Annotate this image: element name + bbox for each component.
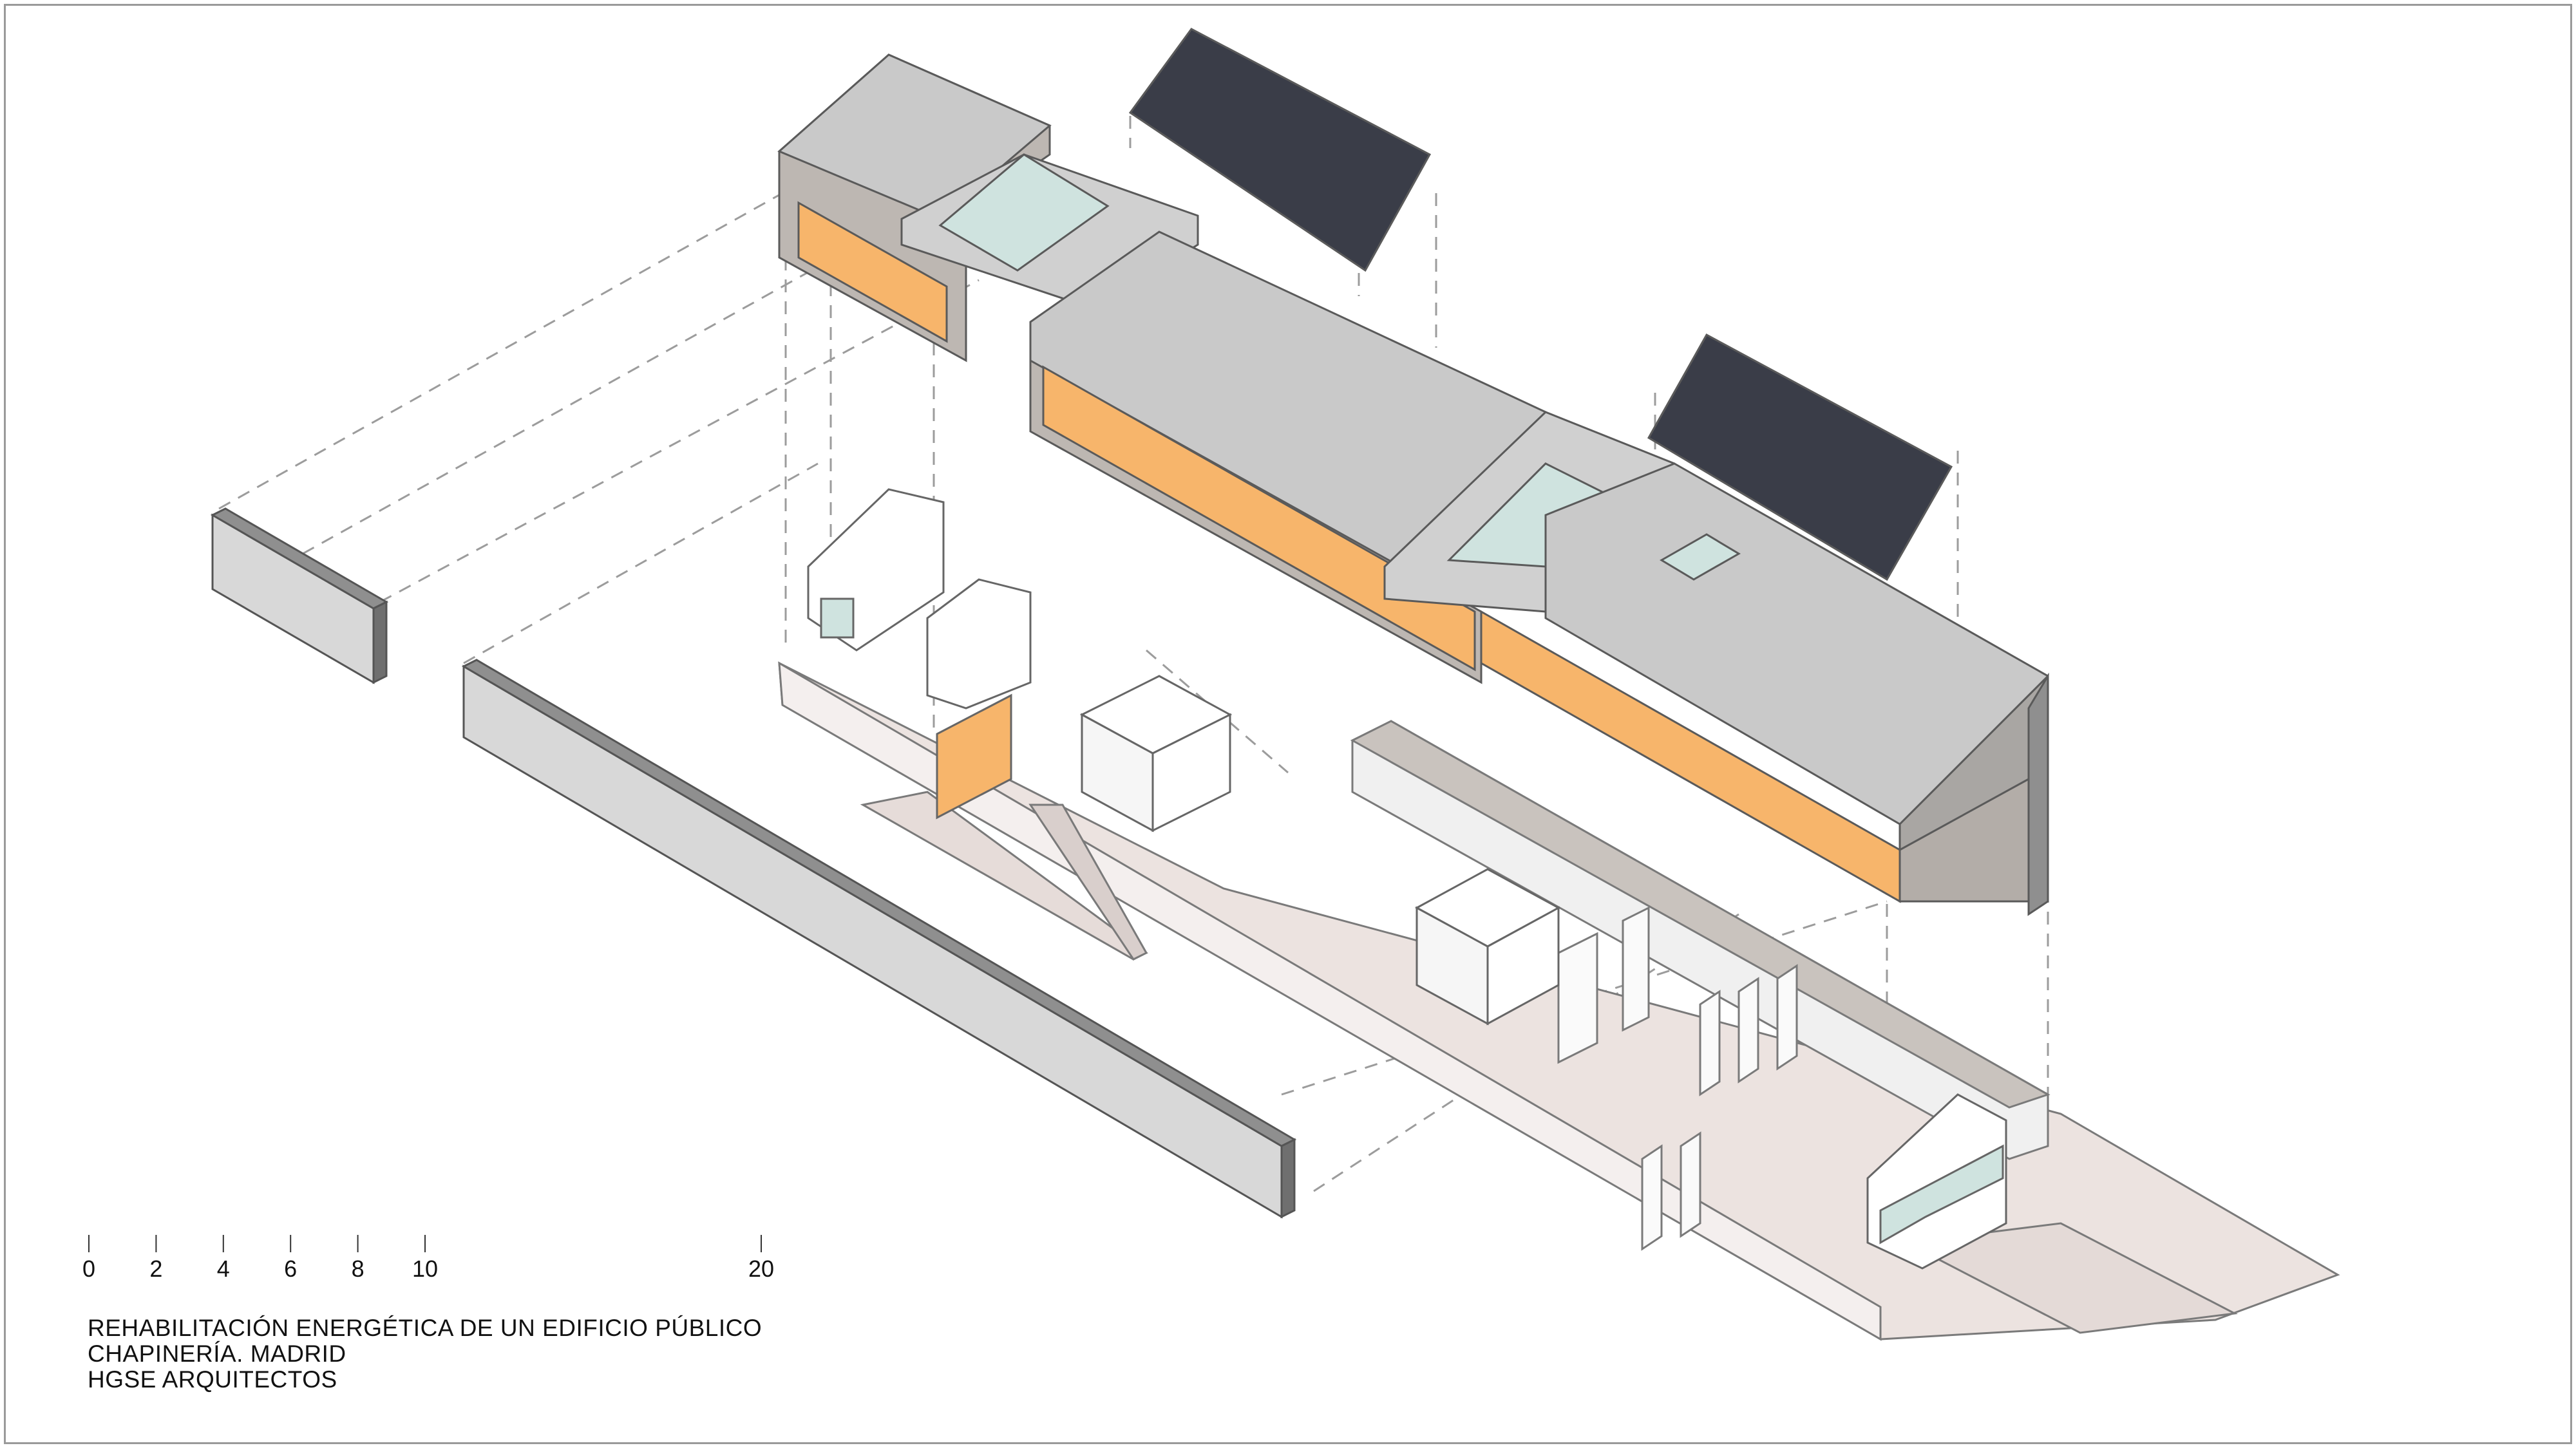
scale-tick-label: 8 (351, 1255, 365, 1282)
caption-location: CHAPINERÍA. MADRID (88, 1340, 346, 1367)
caption-architects: HGSE ARQUITECTOS (88, 1366, 337, 1393)
scale-tick-label: 2 (149, 1255, 163, 1282)
drawing-frame (4, 4, 2572, 1444)
long-facade-wall (461, 659, 1297, 1219)
scale-tick-label: 20 (748, 1255, 775, 1282)
gable-walls (807, 488, 2007, 1270)
scale-tick-label: 4 (216, 1255, 230, 1282)
scale-tick-label: 0 (82, 1255, 96, 1282)
left-wall-segment (210, 507, 389, 684)
scale-tick-label: 6 (284, 1255, 298, 1282)
scale-tick-label: 10 (412, 1255, 439, 1282)
solar-panel-array-2 (1647, 333, 1953, 581)
scale-bar (88, 1235, 762, 1252)
ground-walls (1350, 720, 2050, 1251)
cube-boxes (1079, 675, 1561, 1026)
solar-panel-array-1 (1128, 28, 1432, 272)
upper-building (777, 53, 2049, 916)
caption-title: REHABILITACIÓN ENERGÉTICA DE UN EDIFICIO… (88, 1315, 762, 1341)
